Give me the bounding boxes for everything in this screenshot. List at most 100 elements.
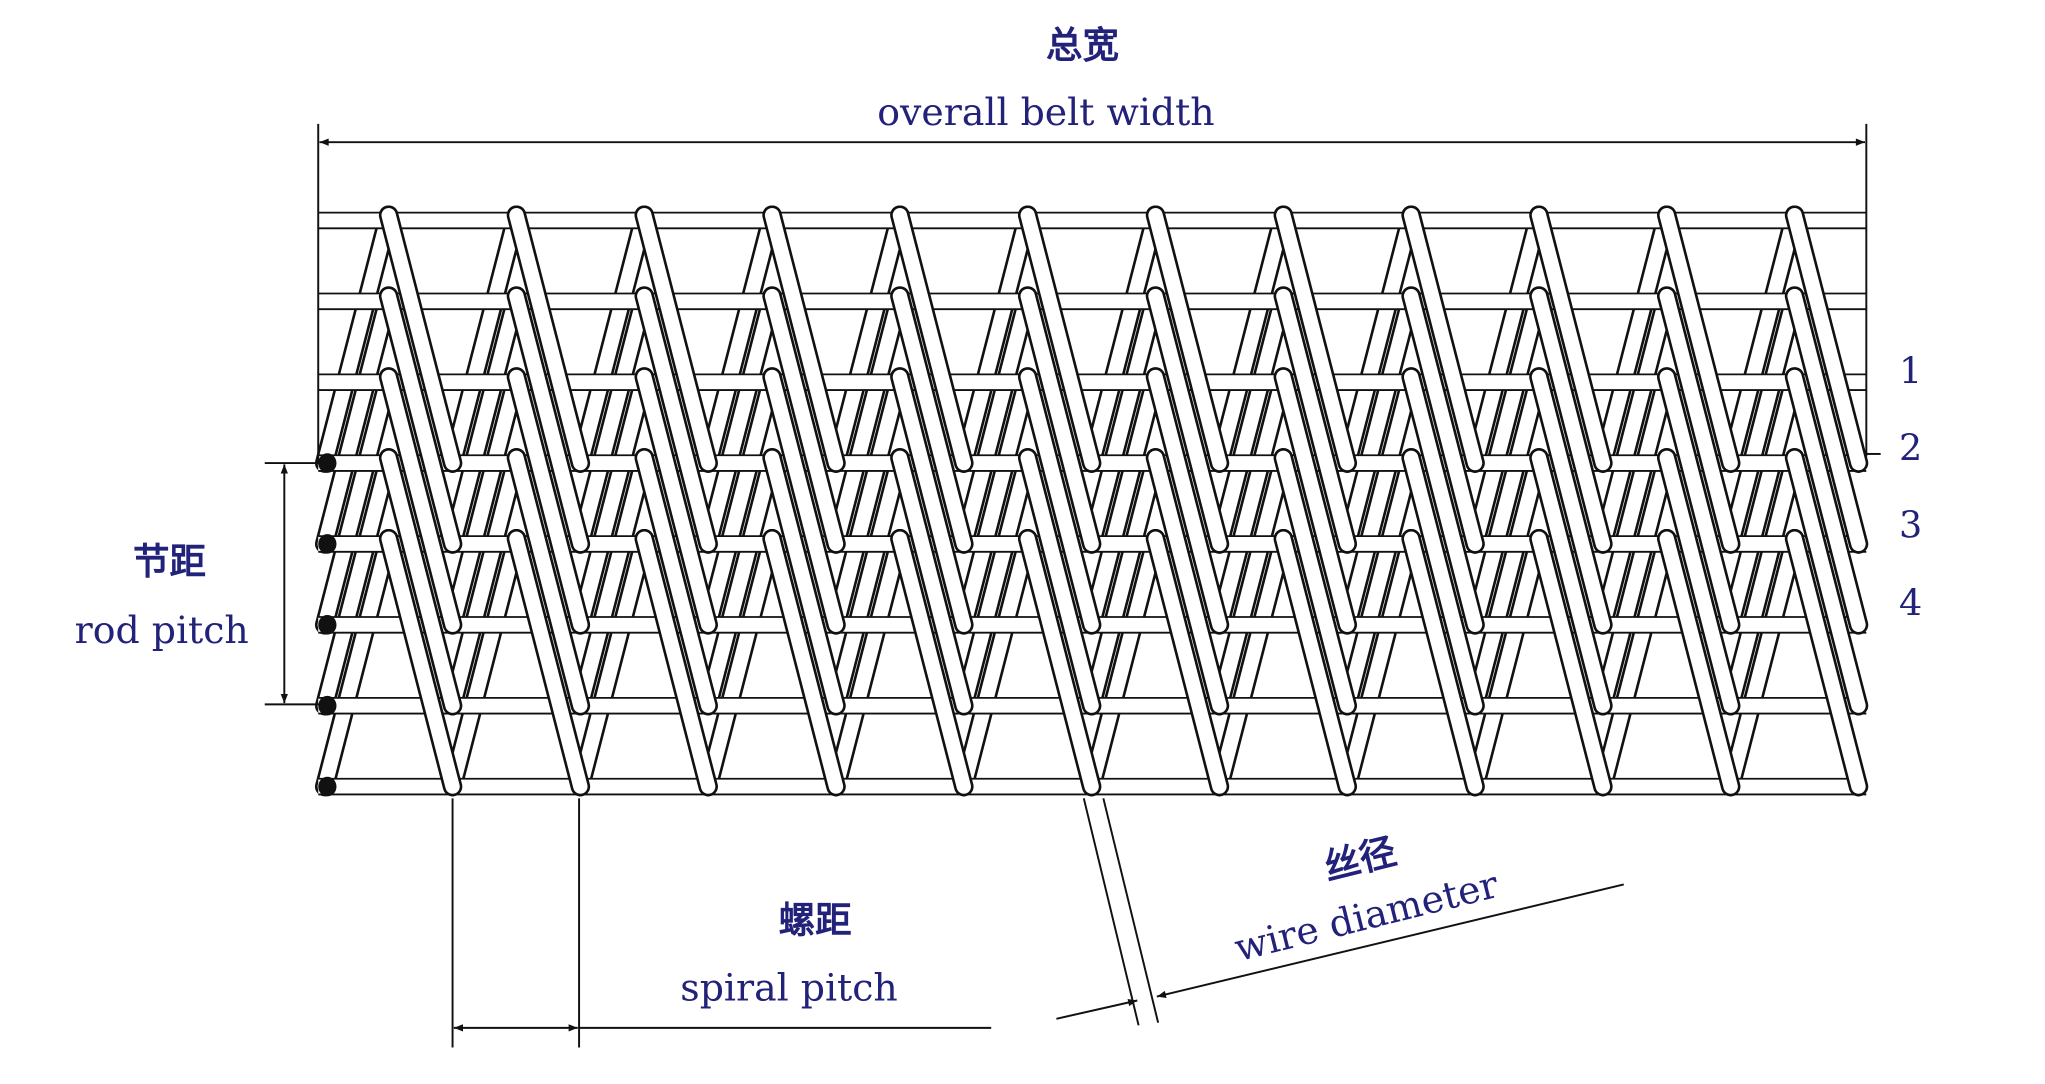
- spiral-front-stroke: [634, 205, 718, 473]
- spiral-back-stroke: [570, 448, 655, 716]
- spiral-front-stroke: [1273, 286, 1358, 554]
- spiral-back-stroke: [826, 205, 910, 473]
- spiral-back-stroke: [314, 205, 399, 473]
- spiral-front-stroke: [1529, 367, 1613, 635]
- spiral-front-stroke: [762, 528, 846, 797]
- callout-2: 2: [1899, 426, 1922, 469]
- spiral-front-stroke: [1656, 205, 1741, 473]
- callout-1: 1: [1899, 350, 1922, 393]
- spiral-front-stroke: [378, 205, 463, 473]
- spiral-back-stroke: [1720, 286, 1805, 554]
- spiral-front-stroke: [890, 367, 974, 635]
- spiral-back-stroke: [1209, 448, 1294, 716]
- spiral-back-stroke: [570, 286, 655, 554]
- spiral-front-stroke: [1273, 448, 1358, 716]
- spiral-back-stroke: [1081, 286, 1166, 554]
- rod: [318, 211, 1867, 230]
- spiral-front-stroke: [1529, 448, 1613, 716]
- spiral-front-stroke: [506, 528, 591, 797]
- spiral-front-stroke: [634, 286, 718, 554]
- spiral-back-stroke: [442, 205, 527, 473]
- spiral-front-stroke: [506, 286, 591, 554]
- spiral-front-stroke: [1017, 448, 1102, 716]
- spiral-back-stroke: [314, 367, 399, 635]
- spiral-front-stroke: [506, 367, 591, 635]
- spiral-front-stroke: [378, 448, 463, 716]
- spiral-front-stroke: [1145, 205, 1230, 473]
- spiral-front-stroke: [762, 205, 846, 473]
- spiral-back-stroke: [1720, 205, 1805, 473]
- spiral-back-stroke: [1720, 448, 1805, 716]
- spiral-back-stroke: [954, 205, 1038, 473]
- spiral-back-stroke: [954, 286, 1038, 554]
- rod-pitch-label-en: rod pitch: [75, 608, 249, 652]
- spiral-front-stroke: [1656, 367, 1741, 635]
- spiral-back-stroke: [314, 448, 399, 716]
- spiral-front-stroke: [1656, 448, 1741, 716]
- spiral-front-stroke: [378, 367, 463, 635]
- spiral-back-stroke: [1337, 448, 1421, 716]
- spiral-front-stroke: [1401, 205, 1485, 473]
- spiral-front-stroke: [1273, 205, 1358, 473]
- spiral-back-stroke: [442, 528, 527, 797]
- spiral-back-stroke: [698, 367, 782, 635]
- rod: [318, 292, 1867, 311]
- spiral-back-stroke: [1720, 528, 1805, 797]
- spiral-back-stroke: [1337, 528, 1421, 797]
- spiral-back-stroke: [954, 367, 1038, 635]
- spiral-back-stroke: [1720, 367, 1805, 635]
- spiral-back-strokes: [314, 205, 1805, 797]
- spiral-back-stroke: [570, 528, 655, 797]
- spiral-front-stroke: [378, 528, 463, 797]
- spiral-front-stroke: [634, 528, 718, 797]
- spiral-back-stroke: [698, 205, 782, 473]
- spiral-back-stroke: [442, 448, 527, 716]
- spiral-front-stroke: [890, 205, 974, 473]
- spiral-front-stroke: [1145, 367, 1230, 635]
- spiral-front-stroke: [378, 286, 463, 554]
- spiral-front-stroke: [1784, 448, 1869, 716]
- overall-width-label-cn: 总宽: [1046, 23, 1119, 66]
- spiral-back-stroke: [1593, 286, 1677, 554]
- spiral-pitch-label-en: spiral pitch: [680, 966, 897, 1010]
- spiral-back-stroke: [1465, 448, 1549, 716]
- spiral-back-stroke: [826, 367, 910, 635]
- rod-end-cap: [318, 534, 337, 554]
- spiral-front-stroke: [1273, 528, 1358, 797]
- rod-end-cap: [318, 695, 337, 716]
- spiral-back-stroke: [1593, 448, 1677, 716]
- spiral-back-stroke: [1209, 367, 1294, 635]
- spiral-back-stroke: [1465, 528, 1549, 797]
- spiral-back-stroke: [442, 286, 527, 554]
- spiral-back-stroke: [826, 286, 910, 554]
- overall-width-label-en: overall belt width: [877, 90, 1214, 134]
- spiral-front-stroke: [762, 286, 846, 554]
- rod-pitch-label-cn: 节距: [133, 540, 206, 583]
- spiral-front-stroke: [1401, 528, 1485, 797]
- spiral-front-stroke: [1145, 528, 1230, 797]
- spiral-front-stroke: [1017, 286, 1102, 554]
- rod: [318, 373, 1867, 391]
- spiral-front-stroke: [1784, 286, 1869, 554]
- spiral-front-stroke: [1401, 367, 1485, 635]
- spiral-back-stroke: [570, 367, 655, 635]
- spiral-back-stroke: [1209, 205, 1294, 473]
- spiral-front-stroke: [634, 448, 718, 716]
- spiral-front-stroke: [634, 367, 718, 635]
- spiral-front-stroke: [1784, 528, 1869, 797]
- rod-pitch-dimension: [264, 462, 321, 706]
- rod-end-cap: [318, 615, 337, 635]
- spiral-back-stroke: [1081, 528, 1166, 797]
- spiral-pitch-label-cn: 螺距: [779, 899, 852, 942]
- spiral-back-stroke: [1593, 528, 1677, 797]
- spiral-front-stroke: [1529, 286, 1613, 554]
- spiral-back-stroke: [954, 528, 1038, 797]
- spiral-front-stroke: [506, 205, 591, 473]
- wire-diameter-dimension: [1056, 798, 1624, 1026]
- spiral-front-stroke: [1784, 205, 1869, 473]
- spiral-front-strokes: [378, 205, 1869, 797]
- spiral-back-stroke: [1337, 367, 1421, 635]
- spiral-back-stroke: [1337, 205, 1421, 473]
